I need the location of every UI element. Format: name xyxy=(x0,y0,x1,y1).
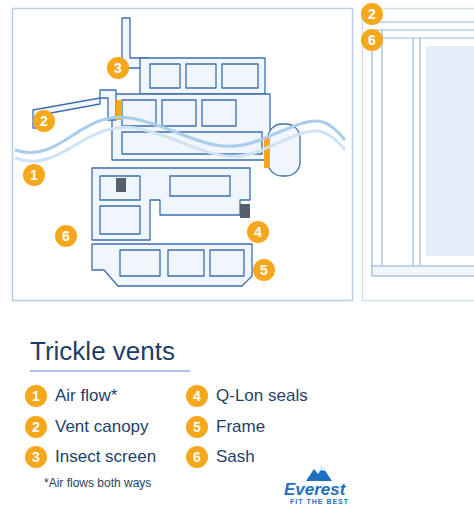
callout-number: 3 xyxy=(114,60,122,76)
sash-profile xyxy=(92,168,250,240)
callout-circle: 1 xyxy=(23,164,45,186)
legend-text: Frame xyxy=(216,416,265,438)
chamber xyxy=(202,100,236,126)
callout-number: 5 xyxy=(186,416,208,438)
callout-number: 2 xyxy=(25,416,47,438)
callout-number: 6 xyxy=(186,446,208,468)
chamber xyxy=(120,250,160,276)
logo-mountain xyxy=(306,466,332,481)
canopy-clip xyxy=(100,90,116,120)
chamber xyxy=(210,250,244,276)
callout-circle: 5 xyxy=(253,259,275,281)
chamber xyxy=(170,176,230,196)
glass-pane xyxy=(426,46,474,256)
legend-item: 6 Sash xyxy=(186,446,255,468)
logo-text: FIT THE BEST xyxy=(290,498,349,506)
callout-number: 4 xyxy=(254,224,262,240)
chamber xyxy=(168,250,204,276)
chamber xyxy=(186,64,216,88)
callout-number: 1 xyxy=(30,167,38,183)
callout-number: 6 xyxy=(368,32,376,48)
callout-circle: 4 xyxy=(247,221,269,243)
chamber xyxy=(150,64,180,88)
legend-text: Sash xyxy=(216,446,255,468)
legend-item: 1 Air flow* xyxy=(25,385,117,407)
jamb-line xyxy=(371,30,372,266)
callout-number: 4 xyxy=(186,385,208,407)
title-underline xyxy=(30,370,190,372)
legend-item: 4 Q-Lon seals xyxy=(186,385,308,407)
sash-line xyxy=(419,38,420,266)
q-lon-seal xyxy=(116,178,126,192)
legend-item: 2 Vent canopy xyxy=(25,416,149,438)
callout-number: 5 xyxy=(260,262,268,278)
legend-text: Q-Lon seals xyxy=(216,385,308,407)
elevation-panel xyxy=(363,9,474,301)
callout-circle: 2 xyxy=(361,3,383,25)
window-sill xyxy=(372,266,474,276)
logo-text: Everest xyxy=(284,481,345,498)
vent-knob xyxy=(268,124,300,176)
chamber xyxy=(100,176,140,200)
legend-item: 3 Insect screen xyxy=(25,446,156,468)
callout-circle: 3 xyxy=(107,57,129,79)
air-flow xyxy=(15,127,345,161)
chamber xyxy=(100,206,140,234)
callout-number: 2 xyxy=(368,6,376,22)
sash-line xyxy=(382,37,474,38)
head-line xyxy=(366,21,474,22)
callout-circle: 6 xyxy=(55,225,77,247)
head-line xyxy=(372,29,474,30)
chamber xyxy=(222,64,258,88)
chamber xyxy=(162,100,196,126)
legend-item: 5 Frame xyxy=(186,416,265,438)
callout-circle: 6 xyxy=(361,29,383,51)
logo-snow xyxy=(318,466,325,474)
frame-profile xyxy=(92,244,252,286)
callout-number: 3 xyxy=(25,446,47,468)
legend-text: Insect screen xyxy=(55,446,156,468)
callout-circle: 2 xyxy=(33,110,55,132)
callout-number: 1 xyxy=(25,385,47,407)
footnote: *Air flows both ways xyxy=(44,476,151,490)
callout-number: 6 xyxy=(62,228,70,244)
insect-screen xyxy=(264,138,270,168)
section-panel xyxy=(13,9,353,301)
legend-text: Air flow* xyxy=(55,385,117,407)
q-lon-seal xyxy=(240,204,250,218)
legend-text: Vent canopy xyxy=(55,416,149,438)
chamber xyxy=(122,132,262,154)
diagram-title: Trickle vents xyxy=(30,336,175,366)
sash-line xyxy=(412,38,413,266)
callout-number: 2 xyxy=(40,113,48,129)
vent-housing xyxy=(140,58,265,94)
jamb-line xyxy=(381,30,382,266)
